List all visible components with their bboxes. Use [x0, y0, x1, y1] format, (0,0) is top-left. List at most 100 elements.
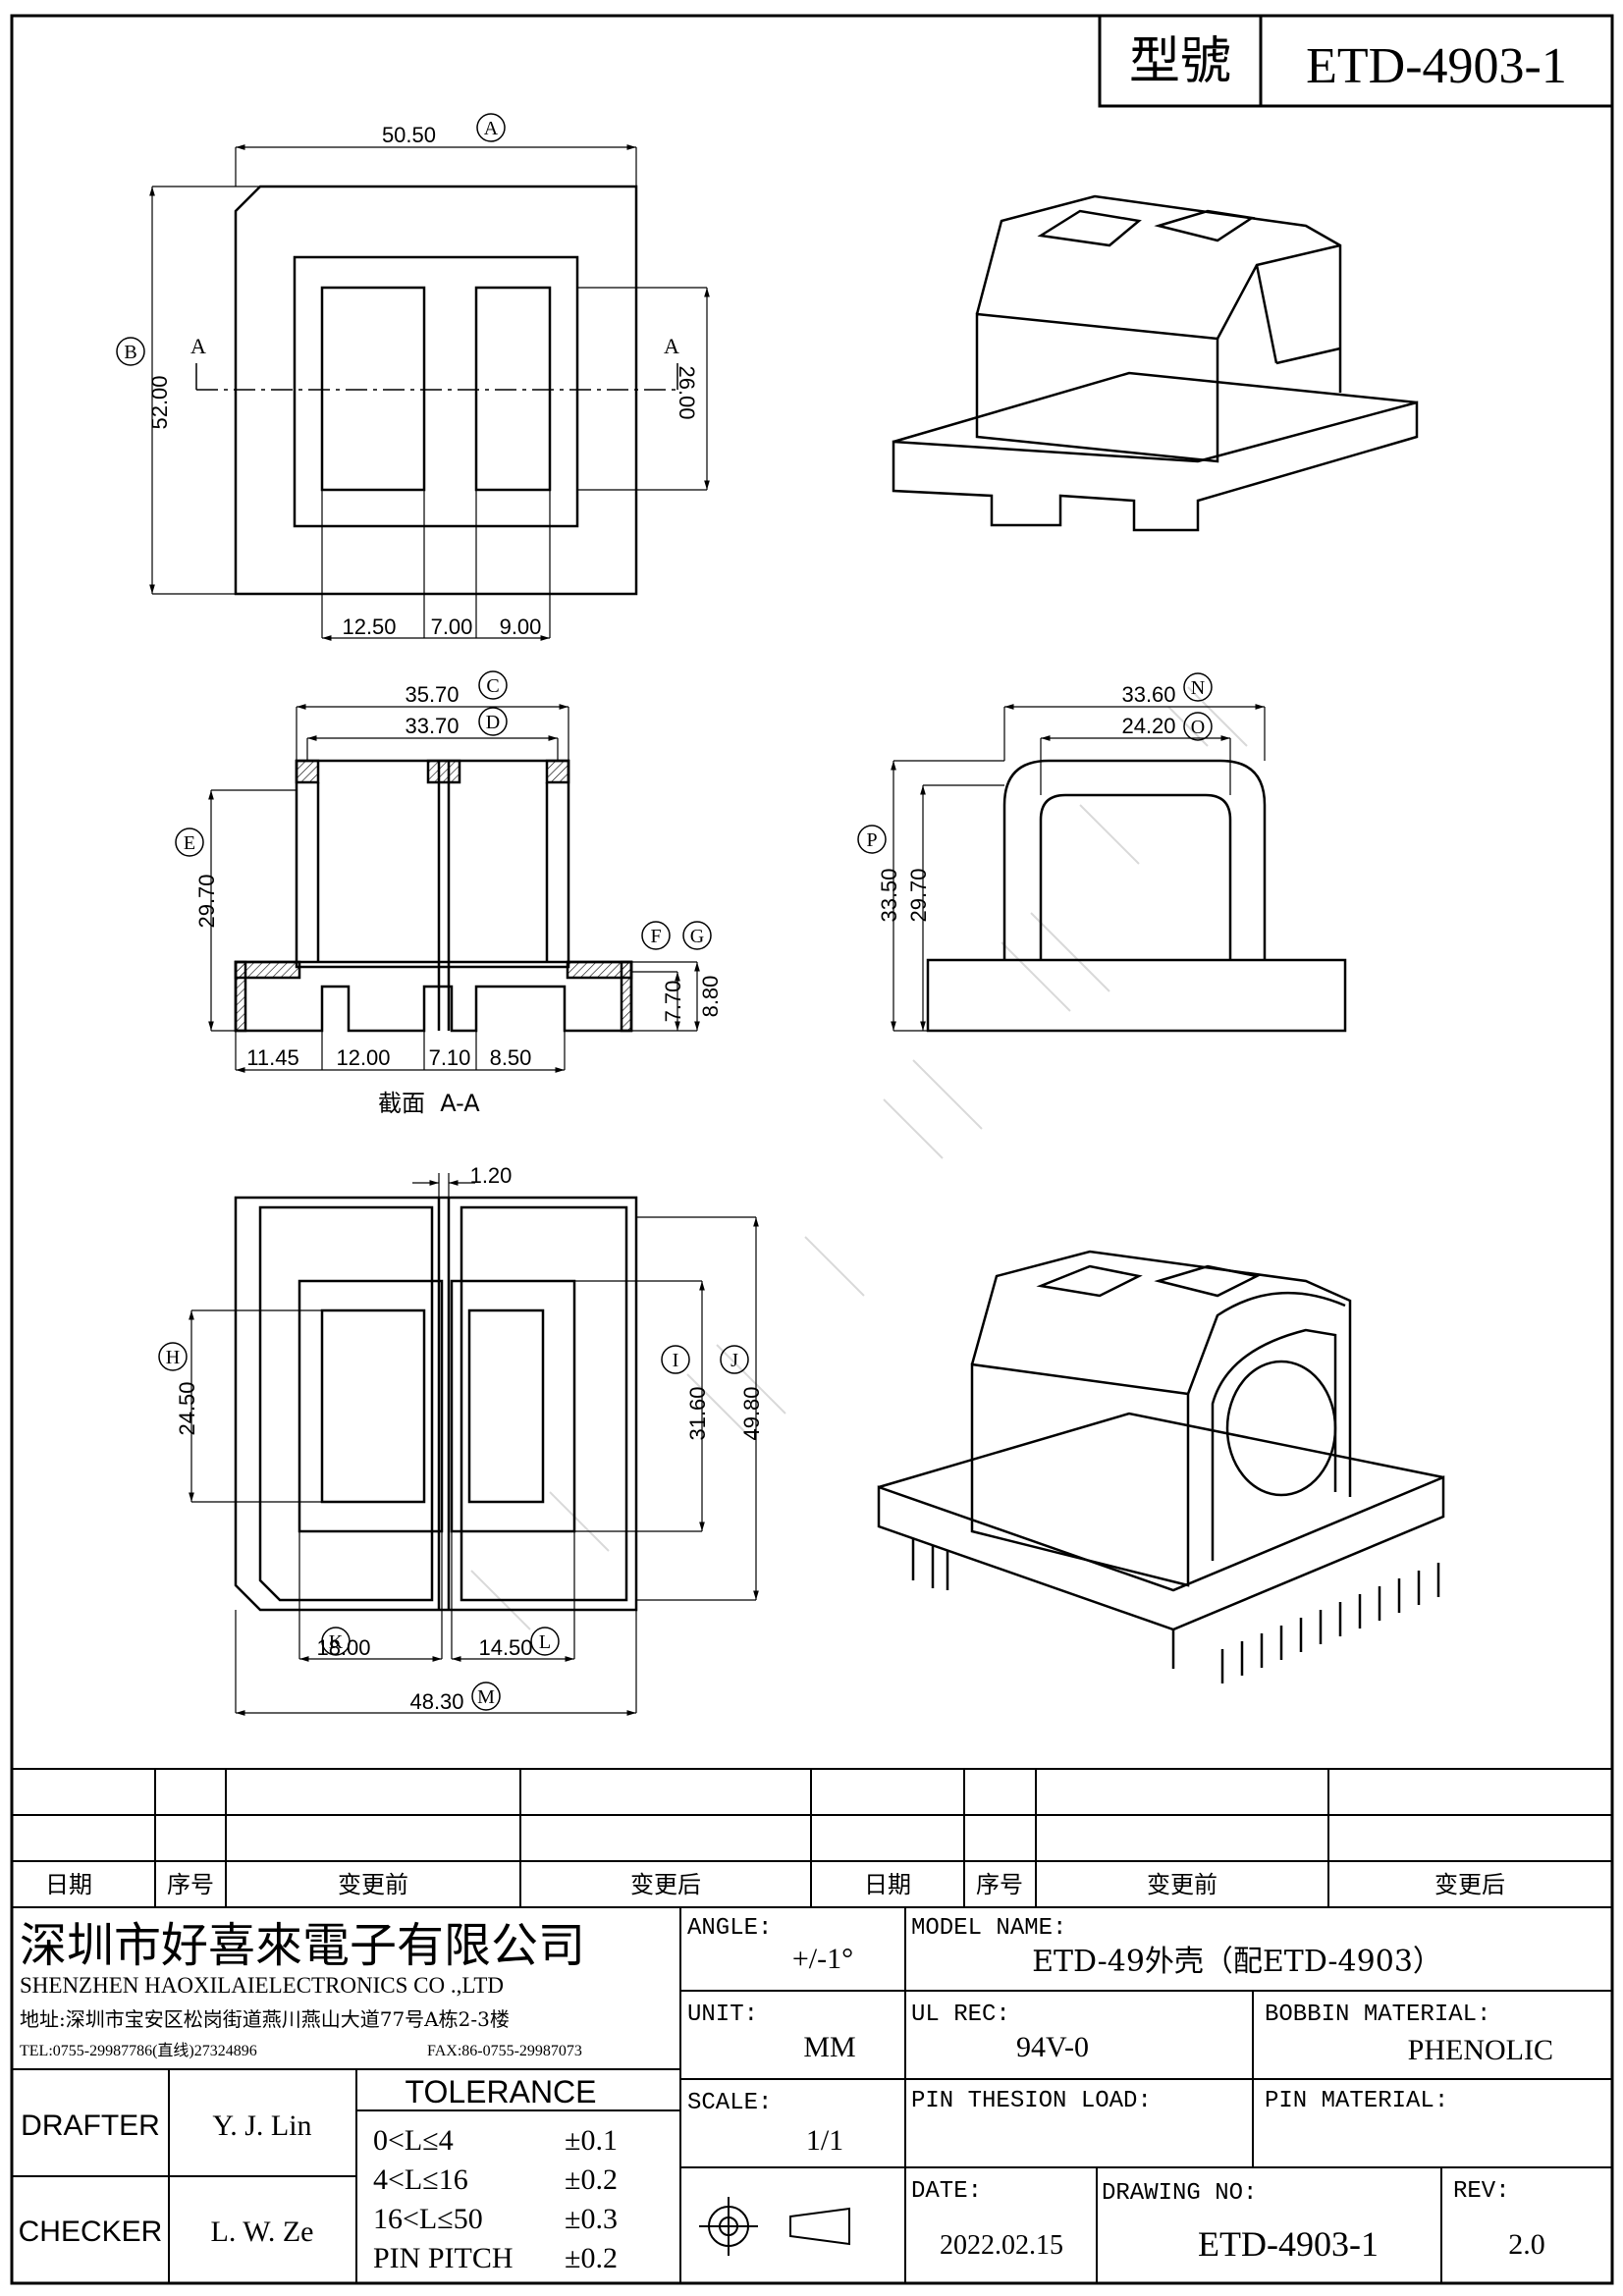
drawing-no-label: DRAWING NO: [1102, 2180, 1257, 2207]
bubble-D: D [478, 707, 508, 736]
company-fax: FAX:86-0755-29987073 [427, 2043, 582, 2059]
svg-text:J: J [730, 1350, 738, 1371]
rev-label: REV: [1453, 2178, 1510, 2205]
company-tel: TEL:0755-29987786(直线)27324896 [20, 2042, 257, 2059]
pin-tension-label: PIN THESION LOAD: [911, 2088, 1152, 2114]
bottom-view-dims [189, 1173, 759, 1716]
tolerance-title: TOLERANCE [405, 2074, 596, 2109]
svg-text:F: F [650, 926, 661, 947]
dim-L-value: 14.50 [478, 1635, 532, 1660]
dim-J-value: 49.80 [739, 1386, 764, 1440]
rev-col-seq-2: 序号 [976, 1871, 1023, 1898]
model-name-label: MODEL NAME: [911, 1915, 1066, 1942]
svg-text:M: M [477, 1686, 495, 1708]
title-block-grid [12, 1907, 1612, 2283]
rev-col-after-1: 变更后 [630, 1871, 701, 1898]
svg-text:G: G [690, 926, 704, 947]
top-view [195, 185, 678, 596]
date-value: 2022.02.15 [940, 2230, 1063, 2261]
dim-C-value: 35.70 [405, 682, 459, 707]
dim-D-value: 33.70 [405, 714, 459, 738]
sheet-border [10, 14, 1614, 2285]
bubble-C: C [478, 670, 508, 700]
company-name-cn: 深圳市好喜來電子有限公司 [20, 1918, 585, 1973]
svg-text:P: P [866, 829, 877, 851]
rev-value: 2.0 [1508, 2228, 1545, 2261]
bubble-A: A [476, 113, 506, 142]
bubble-F: F [641, 921, 671, 950]
projection-symbol-icon [699, 2197, 850, 2256]
dim-b2-value: 12.00 [336, 1045, 390, 1070]
section-view [234, 759, 633, 1033]
dim-gap-value: 1.20 [470, 1163, 513, 1188]
rev-col-before-2: 变更前 [1147, 1871, 1217, 1898]
top-view-dims [149, 144, 710, 641]
scale-value: 1/1 [806, 2124, 843, 2157]
title-fields: ANGLE: +/-1° MODEL NAME: ETD-49外壳（配ETD-4… [687, 1915, 1553, 2264]
svg-text:D: D [486, 712, 500, 733]
dim-I-value: 31.60 [685, 1386, 710, 1440]
dim-b4-value: 8.50 [490, 1045, 532, 1070]
date-label: DATE: [911, 2178, 982, 2205]
side-view [926, 759, 1347, 1033]
bubble-K: K [321, 1627, 351, 1656]
section-view-dims [208, 704, 700, 1073]
dim-O-value: 24.20 [1121, 714, 1175, 738]
drawing-no-value: ETD-4903-1 [1198, 2224, 1379, 2264]
bubble-N: N [1183, 672, 1213, 702]
model-label: 型號 [1129, 32, 1231, 91]
dim-P-value: 33.50 [877, 868, 901, 922]
ul-label: UL REC: [911, 2002, 1010, 2028]
company-address: 地址:深圳市宝安区松岗街道燕川燕山大道77号A栋2-3楼 [20, 2007, 510, 2031]
unit-value: MM [803, 2031, 855, 2063]
rev-col-date-1: 日期 [45, 1871, 92, 1898]
svg-text:L: L [539, 1631, 551, 1653]
bubble-I: I [661, 1345, 690, 1374]
drafter-label: DRAFTER [21, 2109, 160, 2142]
svg-text:H: H [166, 1347, 180, 1368]
tolerance-rows: 0<L≤4 ±0.1 4<L≤16 ±0.2 16<L≤50 ±0.3 PIN … [373, 2124, 618, 2274]
angle-label: ANGLE: [687, 1915, 772, 1942]
svg-text:C: C [486, 675, 499, 697]
section-marker-left: A [190, 334, 206, 358]
company-name-en: SHENZHEN HAOXILAIELECTRONICS CO .,LTD [20, 1973, 504, 1998]
dim-N-value: 33.60 [1121, 682, 1175, 707]
unit-label: UNIT: [687, 2002, 758, 2028]
revision-table [12, 1768, 1612, 1908]
bobbin-label: BOBBIN MATERIAL: [1265, 2002, 1490, 2028]
tol-value-3: ±0.2 [565, 2242, 618, 2274]
bubble-P: P [857, 825, 887, 854]
model-title-box: 型號 ETD-4903-1 [1098, 14, 1614, 108]
dim-B-value: 52.00 [147, 375, 172, 429]
dim-G-value: 8.80 [698, 976, 723, 1018]
ul-value: 94V-0 [1016, 2031, 1089, 2063]
bubble-E: E [175, 828, 204, 857]
bobbin-value: PHENOLIC [1408, 2034, 1553, 2066]
rev-col-date-2: 日期 [864, 1871, 911, 1898]
dim-A-value: 50.50 [382, 123, 436, 147]
scale-label: SCALE: [687, 2090, 772, 2116]
tol-value-0: ±0.1 [565, 2124, 618, 2157]
tol-range-0: 0<L≤4 [373, 2124, 454, 2157]
drafter-name: Y. J. Lin [212, 2109, 311, 2142]
model-name-value: ETD-49外壳（配ETD-4903） [1032, 1945, 1442, 1979]
bubble-O: O [1183, 712, 1213, 741]
pin-material-label: PIN MATERIAL: [1265, 2088, 1448, 2114]
dim-p2-value: 29.70 [906, 868, 931, 922]
isometric-view-bottom [877, 1250, 1445, 1683]
checker-label: CHECKER [19, 2216, 163, 2248]
bubble-G: G [682, 921, 712, 950]
bottom-view [234, 1196, 638, 1612]
model-code: ETD-4903-1 [1306, 38, 1567, 94]
svg-text:O: O [1191, 717, 1205, 738]
bubble-L: L [530, 1627, 560, 1656]
svg-text:A: A [484, 118, 499, 139]
tol-range-2: 16<L≤50 [373, 2203, 483, 2235]
isometric-view-top [892, 194, 1419, 532]
tol-value-2: ±0.3 [565, 2203, 618, 2235]
dim-w2-value: 7.00 [431, 614, 473, 639]
angle-value: +/-1° [792, 1943, 853, 1975]
svg-text:I: I [673, 1350, 679, 1371]
dim-E-value: 29.70 [194, 874, 219, 928]
